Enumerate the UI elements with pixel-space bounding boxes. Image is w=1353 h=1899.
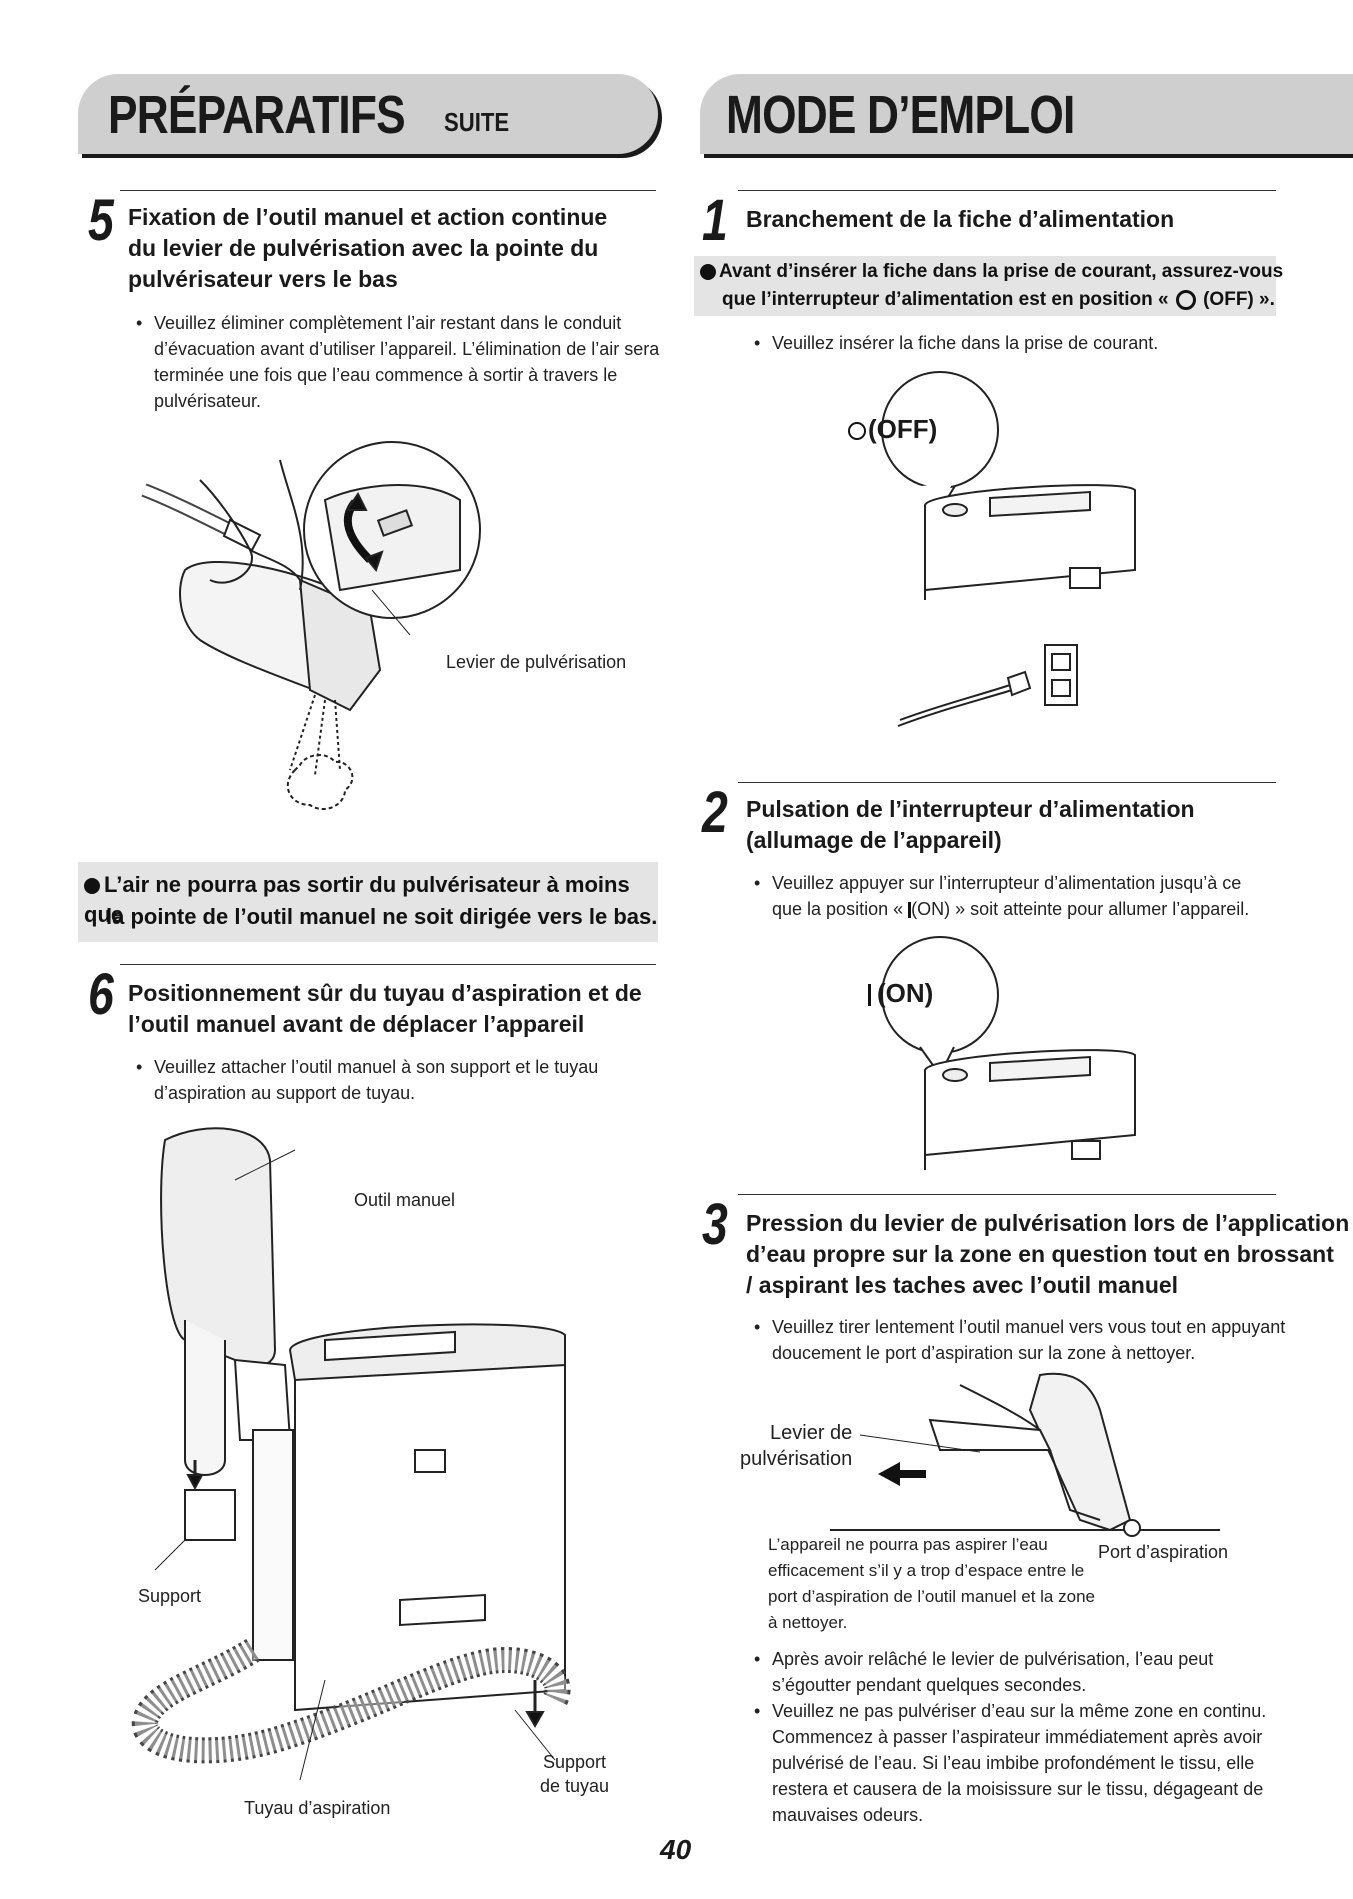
on-bar-icon <box>908 902 912 919</box>
step5-title: Fixation de l’outil manuel et action con… <box>128 204 608 292</box>
step1-number: 1 <box>702 188 728 253</box>
step3-rule <box>738 1194 1276 1195</box>
step1-bullet: Veuillez insérer la fiche dans la prise … <box>752 330 1292 356</box>
on-bar-icon-bubble <box>868 984 871 1007</box>
banner-title-mode-emploi: MODE D’EMPLOI <box>726 85 1075 145</box>
section-banner-preparatifs <box>78 74 658 154</box>
step3-title: Pression du levier de pulvérisation lors… <box>746 1210 1350 1298</box>
step3-bullet-3: Veuillez ne pas pulvériser d’eau sur la … <box>752 1698 1292 1828</box>
step3-bullet-1: Veuillez tirer lentement l’outil manuel … <box>752 1314 1292 1366</box>
label-support: Support <box>138 1586 202 1606</box>
label-spray-lever-step3: Levier de pulvérisation <box>740 1422 853 1470</box>
step6-rule <box>120 964 656 965</box>
step1-rule <box>738 190 1276 191</box>
brushing-illustration <box>830 1372 1220 1537</box>
label-suction-port: Port d’aspiration <box>1098 1542 1229 1562</box>
banner-subtitle-suite: SUITE <box>444 107 510 137</box>
note-bullet-icon <box>84 878 100 895</box>
spray-tool-illustration <box>141 441 481 810</box>
step6-bullet: Veuillez attacher l’outil manuel à son s… <box>134 1054 678 1106</box>
note-air-spray: L’air ne pourra pas sortir du pulvérisat… <box>78 862 658 942</box>
step2-rule <box>738 782 1276 783</box>
label-spray-lever: Levier de pulvérisation <box>446 652 627 672</box>
step6-number: 6 <box>88 962 114 1027</box>
off-symbol-icon <box>1175 289 1196 310</box>
bubble-off: (OFF) <box>848 414 937 445</box>
step2-title: Pulsation de l’interrupteur d’alimentati… <box>746 796 1195 853</box>
step5-bullet: Veuillez éliminer complètement l’air res… <box>134 310 678 414</box>
bubble-on: (ON) <box>868 978 933 1009</box>
step2-bullet: Veuillez appuyer sur l’interrupteur d’al… <box>752 870 1312 922</box>
section-banner-mode-emploi <box>700 74 1353 154</box>
power-on-illustration <box>881 936 1136 1170</box>
note-switch-off: Avant d’insérer la fiche dans la prise d… <box>694 256 1283 316</box>
step1-title: Branchement de la fiche d’alimentation <box>746 206 1175 232</box>
step3-caption: L’appareil ne pourra pas aspirer l’eau e… <box>768 1535 1095 1632</box>
step2-number: 2 <box>702 780 728 845</box>
page-number: 40 <box>660 1834 692 1865</box>
off-circle-icon <box>848 422 866 441</box>
banner-title-preparatifs: PRÉPARATIFS <box>108 85 406 145</box>
step5-rule <box>120 190 656 191</box>
label-suction-hose: Tuyau d’aspiration <box>244 1798 391 1818</box>
storage-illustration <box>131 1127 571 1781</box>
power-off-illustration <box>881 371 1136 727</box>
note-bullet-icon <box>700 263 716 280</box>
label-hand-tool: Outil manuel <box>354 1190 456 1210</box>
label-hose-support: Support de tuyau <box>540 1752 610 1796</box>
step6-title: Positionnement sûr du tuyau d’aspiration… <box>128 980 642 1037</box>
step5-number: 5 <box>88 188 114 253</box>
step3-bullet-2: Après avoir relâché le levier de pulvéri… <box>752 1646 1292 1698</box>
step3-number: 3 <box>702 1192 728 1257</box>
